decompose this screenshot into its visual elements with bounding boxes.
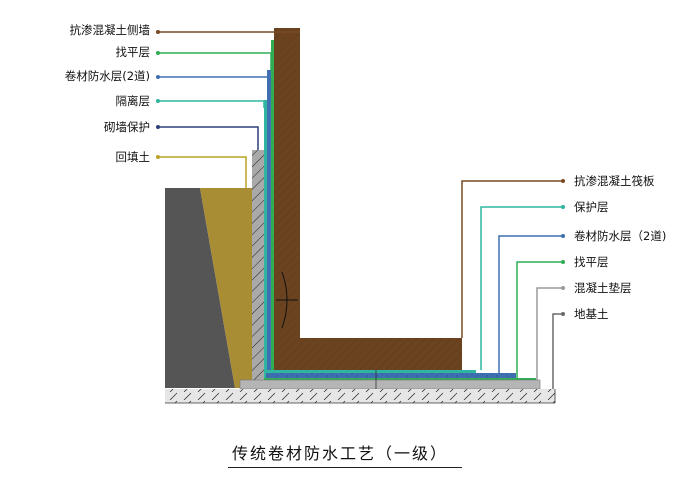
diagram-caption: 传统卷材防水工艺（一级）	[231, 444, 448, 463]
label-foundation-soil: 地基土	[574, 307, 609, 321]
isolation-layer-wall	[264, 100, 267, 380]
label-membrane-layer: 卷材防水层(2道)	[64, 69, 150, 83]
protection-layer-bottom	[266, 370, 476, 373]
label-isolation-layer: 隔离层	[115, 94, 151, 108]
caption-underline	[228, 467, 462, 468]
label-leveling-layer-bottom: 找平层	[574, 255, 609, 269]
concrete-cushion	[239, 379, 541, 390]
leader-line	[552, 313, 563, 389]
label-concrete-cushion: 混凝土垫层	[574, 281, 632, 295]
label-membrane-layer-bottom: 卷材防水层（2道)	[574, 229, 667, 243]
label-leveling-layer: 找平层	[115, 45, 151, 59]
leader-line	[516, 261, 563, 378]
leader-line	[158, 52, 272, 70]
label-brick-protection: 砌墙保护	[104, 120, 150, 134]
leader-line	[498, 235, 563, 373]
membrane-layer-wall	[267, 70, 271, 375]
leader-line	[158, 100, 265, 108]
leader-line	[461, 180, 563, 338]
leader-line	[536, 287, 563, 380]
leveling-layer-bottom	[264, 378, 536, 380]
label-concrete-raft: 抗渗混凝土筏板	[574, 174, 655, 188]
concrete-wall-and-raft	[274, 28, 462, 370]
leader-line	[158, 126, 259, 150]
leader-line	[480, 206, 563, 370]
existing-soil	[165, 188, 235, 388]
label-protection-layer: 保护层	[574, 200, 609, 214]
label-concrete-side-wall: 抗渗混凝土侧墙	[69, 23, 151, 37]
leveling-layer-wall	[271, 40, 274, 375]
leader-line	[158, 156, 247, 188]
backfill-soil	[200, 188, 252, 388]
label-backfill: 回填土	[115, 150, 151, 164]
